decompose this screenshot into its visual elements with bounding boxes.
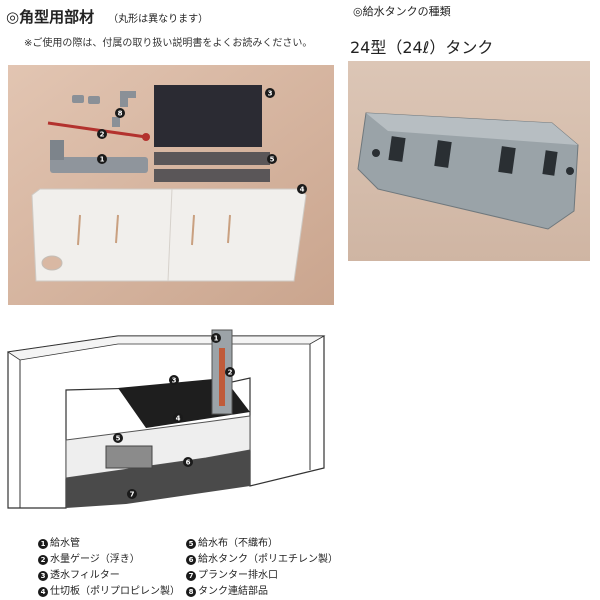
marker-2: 2: [100, 131, 105, 139]
section-title-parts: ◎角型用部材（丸形は異なります）: [6, 8, 209, 26]
diagram-marker-6: 6: [186, 459, 191, 467]
section-title-tank-types: ◎給水タンクの種類: [353, 5, 451, 18]
partition-board: [31, 188, 307, 282]
planter-cutaway-illustration: 1 2 3 4 5 6 7: [6, 329, 326, 509]
parts-illustration: 3 5 1 2 8 4: [8, 65, 334, 305]
marker-4: 4: [300, 186, 305, 194]
connector-parts: [72, 91, 136, 127]
usage-notice: ※ご使用の際は、付属の取り扱い説明書をよくお読みください。: [24, 38, 313, 49]
marker-5: 5: [270, 156, 275, 164]
diagram-marker-2: 2: [228, 369, 233, 377]
diagram-marker-7: 7: [130, 491, 135, 499]
felt-strip-1: [154, 152, 270, 165]
felt-strip-2: [154, 169, 270, 182]
marker-1: 1: [100, 156, 105, 164]
diagram-marker-1: 1: [214, 335, 219, 343]
supply-pipe: [50, 140, 148, 173]
parts-photo: 3 5 1 2 8 4: [8, 65, 334, 305]
tank-illustration: [348, 61, 590, 261]
section-subtitle: （丸形は異なります）: [108, 14, 209, 25]
diagram-marker-5: 5: [116, 435, 121, 443]
gauge-rod: [47, 121, 147, 139]
marker-8: 8: [118, 110, 123, 118]
marker-3: 3: [268, 90, 273, 98]
tank-photo: [348, 61, 590, 261]
filter-mat: [154, 85, 262, 147]
cutaway-diagram: 1 2 3 4 5 6 7: [6, 318, 336, 518]
diagram-marker-3: 3: [172, 377, 177, 385]
tank-model-label: 24型（24ℓ）タンク: [350, 38, 494, 57]
tank-block: [66, 450, 250, 508]
diagram-marker-4: 4: [176, 415, 181, 423]
